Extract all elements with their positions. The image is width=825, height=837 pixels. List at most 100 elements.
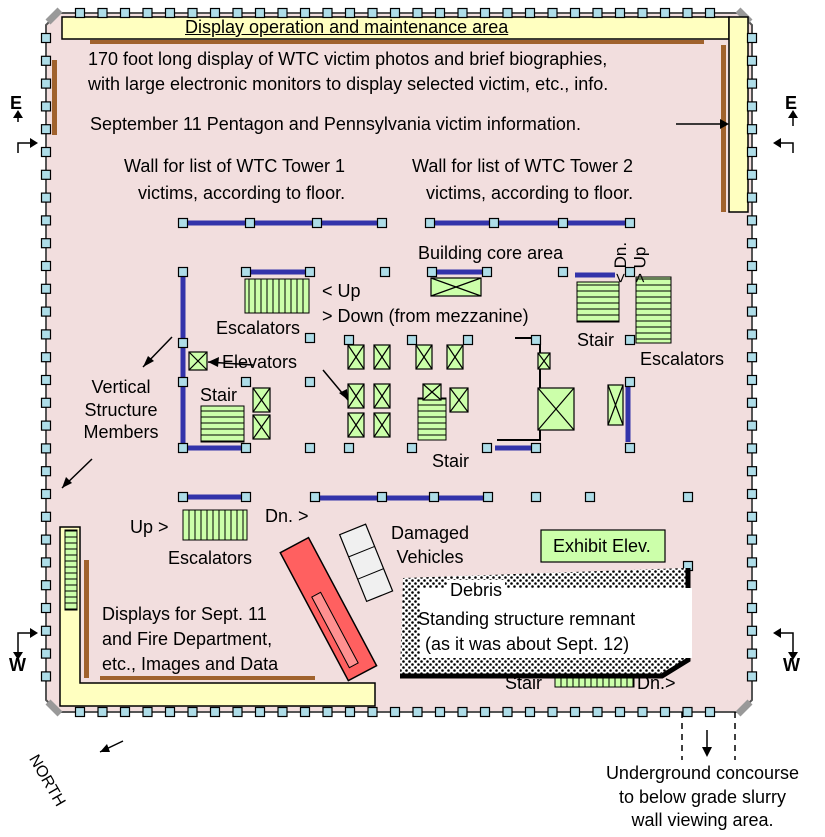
interior-column (482, 491, 494, 503)
perimeter-column (746, 146, 758, 158)
perimeter-column (40, 534, 52, 545)
perimeter-column (119, 706, 131, 718)
interior-column (376, 491, 388, 503)
victim-display-label-2: with large electronic monitors to displa… (88, 74, 609, 94)
perimeter-column (479, 706, 491, 718)
interior-column (481, 266, 493, 278)
interior-column (584, 491, 596, 503)
interior-column (406, 334, 418, 346)
stair-label-3: Stair (432, 451, 470, 471)
perimeter-column (746, 671, 758, 682)
perimeter-column (40, 260, 52, 272)
perimeter-column (277, 7, 288, 19)
perimeter-column (40, 511, 52, 522)
perimeter-column (746, 420, 758, 431)
dn-gt-label: Dn. > (265, 506, 309, 526)
interior-column (304, 442, 316, 454)
perimeter-column (40, 169, 52, 180)
perimeter-column (746, 124, 758, 135)
debris-label: Debris (447, 580, 506, 601)
perimeter-column (434, 7, 446, 19)
underground-line-3: wall viewing area. (631, 810, 774, 831)
perimeter-column (40, 580, 52, 591)
perimeter-column (187, 7, 198, 19)
perimeter-column (659, 7, 671, 19)
perimeter-column (40, 648, 52, 659)
perimeter-column (704, 706, 716, 718)
perimeter-column (164, 7, 176, 19)
perimeter-column (412, 7, 423, 19)
damaged-line-2: Vehicles (396, 546, 464, 567)
interior-column (530, 442, 542, 454)
stair-label-4: Stair (505, 673, 543, 693)
down-mezzanine-label: > Down (from mezzanine) (322, 306, 529, 326)
perimeter-column (344, 706, 356, 718)
interior-column (177, 442, 189, 454)
perimeter-column (746, 648, 758, 659)
pentagon-label: September 11 Pentagon and Pennsylvania v… (90, 114, 581, 134)
perimeter-column (502, 7, 513, 19)
underground-label: Underground concourse to below grade slu… (590, 763, 815, 831)
interior-column (240, 266, 252, 278)
interior-column (309, 491, 321, 503)
perimeter-column (299, 7, 311, 19)
interior-column (343, 442, 355, 454)
perimeter-column (74, 706, 86, 718)
interior-column (304, 332, 316, 344)
perimeter-column (40, 124, 52, 135)
perimeter-column (74, 7, 86, 19)
remnant-label-1: Standing structure remnant (418, 609, 636, 629)
maintenance-area-label: Display operation and maintenance area (185, 17, 509, 37)
victim-display-label-1: 170 foot long display of WTC victim phot… (88, 49, 608, 69)
damaged-vehicles-label: Damaged Vehicles (390, 523, 470, 567)
interior-column (530, 491, 542, 503)
escalators-label-3: Escalators (168, 548, 253, 568)
interior-column (406, 442, 418, 454)
interior-column (304, 376, 316, 388)
perimeter-column (40, 238, 52, 249)
up-label-top: < Up (322, 281, 361, 301)
perimeter-column (367, 706, 378, 718)
interior-column (624, 442, 636, 454)
perimeter-column (40, 374, 52, 386)
perimeter-column (40, 443, 52, 454)
perimeter-column (40, 397, 52, 408)
perimeter-column (209, 706, 221, 718)
perimeter-column (457, 706, 468, 718)
perimeter-column (299, 706, 311, 718)
perimeter-column (547, 7, 558, 19)
maintenance-band-right (728, 16, 749, 213)
west-label-right: W (783, 655, 800, 675)
damaged-line-1: Damaged (390, 523, 470, 543)
perimeter-column (704, 7, 716, 19)
stair-label-1: Stair (577, 330, 615, 350)
perimeter-column (40, 420, 52, 431)
interior-column (376, 217, 388, 229)
perimeter-column (614, 706, 626, 718)
perimeter-column (746, 602, 758, 614)
interior-column (240, 442, 252, 454)
perimeter-column (746, 374, 758, 386)
perimeter-column (209, 7, 221, 19)
perimeter-column (502, 706, 513, 718)
perimeter-column (569, 706, 581, 718)
perimeter-column (746, 169, 758, 180)
perimeter-column (434, 706, 446, 718)
perimeter-column (40, 306, 52, 317)
perimeter-column (412, 706, 423, 718)
perimeter-column (614, 7, 626, 19)
perimeter-column (344, 7, 356, 19)
perimeter-column (746, 306, 758, 317)
perimeter-column (97, 7, 108, 19)
perimeter-column (479, 7, 491, 19)
perimeter-column (142, 7, 153, 19)
perimeter-column (746, 511, 758, 522)
perimeter-column (40, 101, 52, 112)
perimeter-column (746, 466, 758, 477)
perimeter-column (40, 78, 52, 89)
core-label: Building core area (418, 243, 564, 263)
interior-column (557, 217, 569, 229)
elevators-label: Elevators (222, 352, 298, 372)
interior-column (311, 217, 323, 229)
interior-column (177, 376, 189, 388)
